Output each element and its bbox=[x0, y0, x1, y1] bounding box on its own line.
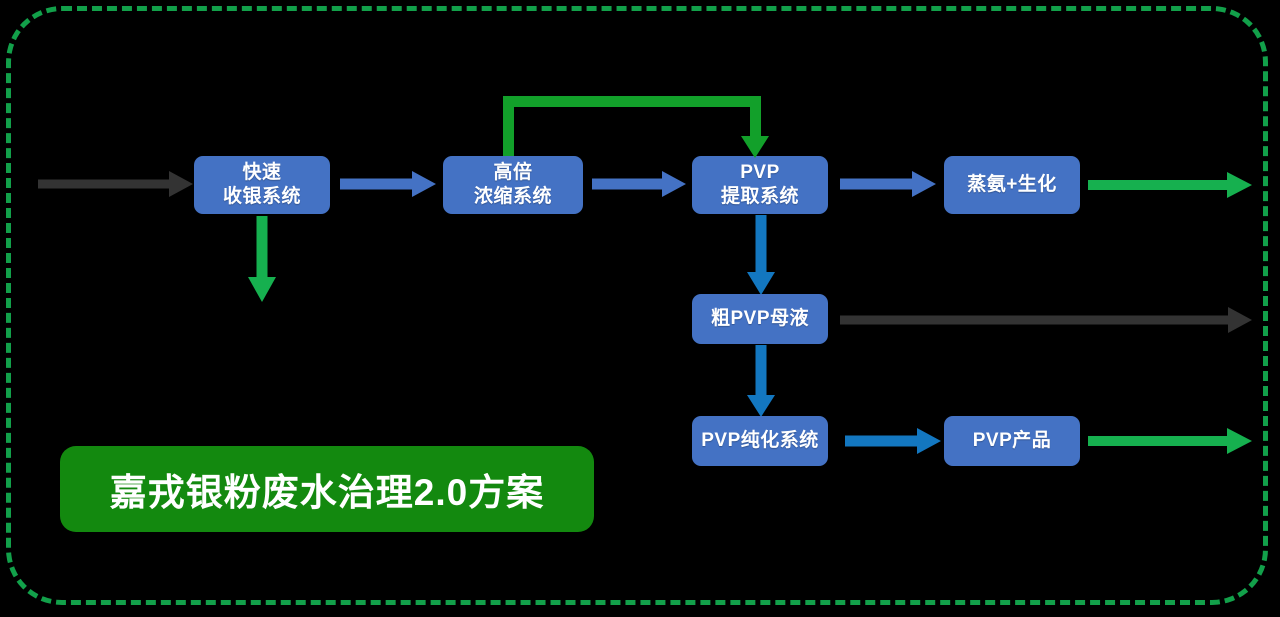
arrow-pvp-purify-to-pvp-product bbox=[845, 426, 941, 456]
loop-segment-vertical-right bbox=[750, 96, 761, 138]
arrow-head bbox=[747, 395, 775, 417]
arrow-shaft bbox=[755, 215, 767, 273]
node-line-1: 快速 bbox=[242, 161, 282, 183]
arrow-head bbox=[1227, 428, 1252, 454]
arrow-inlet-to-fast-recovery bbox=[38, 168, 193, 200]
node-line-2: 提取系统 bbox=[720, 186, 799, 207]
arrow-pvp-extraction-to-crude-pvp bbox=[744, 215, 778, 295]
arrow-shaft bbox=[1088, 436, 1228, 446]
arrow-crude-pvp-to-pvp-purify bbox=[744, 345, 778, 417]
arrow-concentration-to-pvp-extraction bbox=[592, 169, 686, 199]
node-line-1: 粗PVP母液 bbox=[710, 307, 810, 329]
arrow-head bbox=[169, 171, 193, 197]
arrow-head bbox=[747, 272, 775, 295]
node-line-1: PVP纯化系统 bbox=[701, 429, 819, 451]
arrow-shaft bbox=[38, 179, 171, 189]
arrow-pvp-extraction-to-ammonia-bio bbox=[840, 169, 936, 199]
arrow-pvp-product-outlet bbox=[1088, 426, 1252, 456]
loop-segment-horizontal-top bbox=[503, 96, 761, 107]
arrow-concentration-loop-to-pvp-extraction bbox=[503, 96, 769, 158]
node-concentration[interactable]: 高倍 浓缩系统 bbox=[443, 156, 583, 214]
arrow-head bbox=[741, 136, 769, 158]
arrow-fast-recovery-to-concentration bbox=[340, 169, 436, 199]
arrow-head bbox=[1227, 172, 1252, 198]
arrow-shaft bbox=[840, 315, 1230, 325]
arrow-shaft bbox=[845, 435, 919, 447]
arrow-shaft bbox=[755, 345, 767, 397]
diagram-title-banner: 嘉戎银粉废水治理2.0方案 bbox=[60, 446, 594, 532]
node-pvp-purify[interactable]: PVP纯化系统 bbox=[692, 416, 828, 466]
arrow-head bbox=[1228, 307, 1252, 333]
arrow-head bbox=[248, 277, 276, 302]
arrow-head bbox=[412, 171, 436, 197]
arrow-head bbox=[917, 428, 941, 454]
arrow-crude-pvp-outlet bbox=[840, 305, 1252, 335]
loop-segment-vertical-left bbox=[503, 96, 514, 156]
node-line-2: 收银系统 bbox=[222, 186, 301, 207]
node-ammonia-bio[interactable]: 蒸氨+生化 bbox=[944, 156, 1080, 214]
node-pvp-extraction[interactable]: PVP 提取系统 bbox=[692, 156, 828, 214]
arrow-shaft bbox=[840, 178, 914, 190]
arrow-fast-recovery-discharge bbox=[246, 216, 278, 302]
arrow-shaft bbox=[256, 216, 268, 278]
arrow-ammonia-bio-outlet bbox=[1088, 170, 1252, 200]
node-line-1: PVP bbox=[740, 161, 780, 183]
node-line-1: 蒸氨+生化 bbox=[967, 173, 1057, 195]
node-crude-pvp[interactable]: 粗PVP母液 bbox=[692, 294, 828, 344]
arrow-head bbox=[912, 171, 936, 197]
node-line-1: 高倍 bbox=[493, 161, 533, 183]
arrow-shaft bbox=[340, 178, 414, 190]
arrow-shaft bbox=[592, 178, 664, 190]
page-title: 嘉戎银粉废水治理2.0方案 bbox=[109, 472, 545, 513]
node-line-2: 浓缩系统 bbox=[473, 186, 552, 207]
node-line-1: PVP产品 bbox=[972, 429, 1052, 451]
arrow-head bbox=[662, 171, 686, 197]
node-pvp-product[interactable]: PVP产品 bbox=[944, 416, 1080, 466]
node-fast-recovery[interactable]: 快速 收银系统 bbox=[194, 156, 330, 214]
arrow-shaft bbox=[1088, 180, 1228, 190]
